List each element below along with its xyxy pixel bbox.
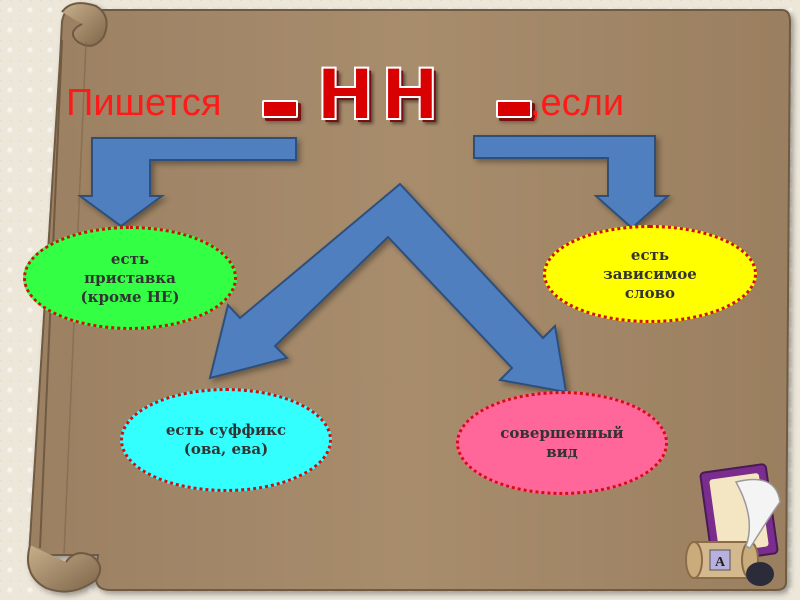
condition-prefix-line: есть [110, 249, 150, 268]
condition-suffix-line: есть суффикс [165, 421, 287, 439]
condition-dependent-word-line: есть [630, 245, 670, 264]
condition-dependent-word-line: слово [624, 283, 676, 302]
title-suffix: ,если [530, 82, 625, 124]
title-dash-left [262, 100, 298, 118]
condition-suffix-line: (ова, ева) [183, 440, 269, 458]
arrow-to-prefix [76, 137, 297, 228]
arrow-split-bottom [208, 182, 568, 394]
title-emphasis: НН [315, 54, 446, 136]
condition-perfective-line: совершенный [500, 424, 624, 442]
title-dash-right [496, 100, 532, 118]
condition-prefix-line: приставка [84, 268, 176, 287]
arrow-to-dependent-word [473, 135, 671, 230]
condition-perfective-line: вид [546, 443, 578, 461]
condition-prefix-line: (кроме НЕ) [80, 287, 180, 306]
title-prefix: Пишется [66, 82, 222, 124]
condition-dependent-word-line: зависимое [603, 264, 697, 283]
decor-badge-letter: А [715, 555, 726, 570]
quill-scroll-icon: А [685, 463, 781, 586]
condition-suffix-oval: есть суффикс(ова, ева) [120, 388, 332, 492]
